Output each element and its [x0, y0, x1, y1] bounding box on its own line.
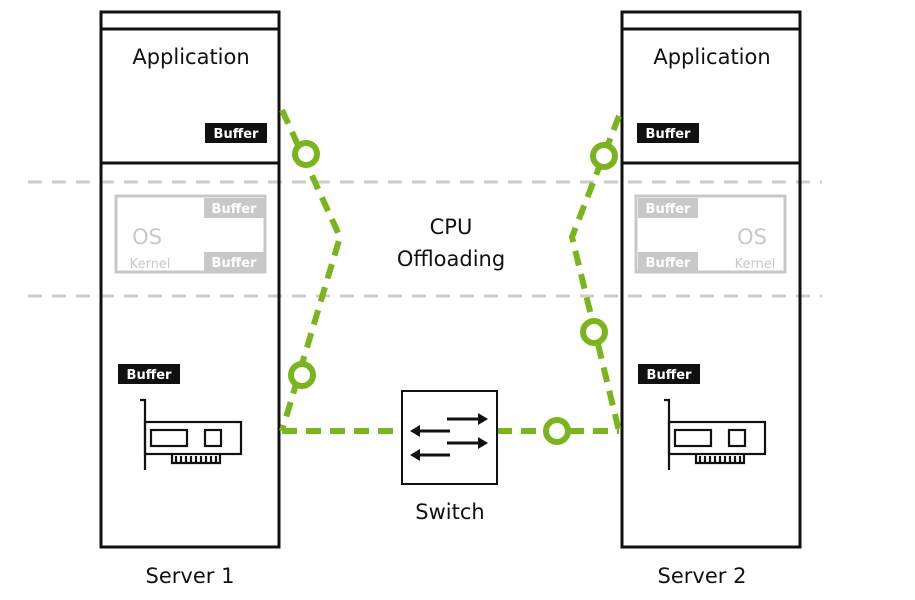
server-1-os-box: Buffer Buffer OS Kernel: [114, 194, 267, 274]
server-1-nic-buffer-label: Buffer: [127, 368, 173, 383]
server-2-label: Server 2: [658, 564, 747, 588]
server-1-os-label: OS: [132, 225, 162, 249]
data-path-right: [568, 114, 622, 432]
path-node: [288, 361, 316, 389]
path-node: [590, 142, 618, 170]
server-2-os-buffer-bottom: Buffer: [646, 256, 692, 271]
server-1: Application Buffer Buffer Buffer OS Kern…: [99, 10, 281, 588]
cpu-label: CPU: [430, 215, 473, 239]
server-2-application-label: Application: [653, 45, 770, 69]
offloading-label: Offloading: [397, 247, 505, 271]
data-path-nodes: [288, 140, 618, 445]
network-card-icon: [140, 398, 243, 470]
server-1-frame: [99, 10, 281, 549]
path-node: [292, 140, 320, 168]
server-2-os-label: OS: [737, 225, 767, 249]
server-2-nic-buffer-label: Buffer: [647, 368, 693, 383]
server-2: Application Buffer Buffer Buffer OS Kern…: [620, 10, 802, 588]
switch-box: [401, 390, 498, 485]
server-2-nic-buffer-badge: [638, 364, 700, 384]
server-1-app-buffer-badge: [205, 123, 267, 143]
switch-label: Switch: [415, 500, 484, 524]
server-2-app-buffer-label: Buffer: [646, 127, 692, 142]
server-1-os-buffer-bottom: Buffer: [212, 256, 258, 271]
server-2-frame: [620, 10, 802, 549]
switch-arrows-icon: [410, 413, 488, 461]
switch: Switch: [401, 390, 498, 524]
server-2-kernel-label: Kernel: [735, 257, 776, 272]
server-1-label: Server 1: [146, 564, 235, 588]
server-1-nic-buffer-badge: [118, 364, 180, 384]
server-1-app-buffer-label: Buffer: [214, 127, 260, 142]
server-2-os-box: Buffer Buffer OS Kernel: [634, 194, 787, 274]
network-card-icon: [664, 398, 767, 470]
path-node: [580, 318, 608, 346]
server-1-kernel-label: Kernel: [130, 257, 171, 272]
server-2-os-buffer-top: Buffer: [646, 202, 692, 217]
server-1-application-label: Application: [132, 45, 249, 69]
server-2-app-buffer-badge: [637, 123, 699, 143]
path-node: [543, 417, 571, 445]
server-1-os-buffer-top: Buffer: [212, 202, 258, 217]
